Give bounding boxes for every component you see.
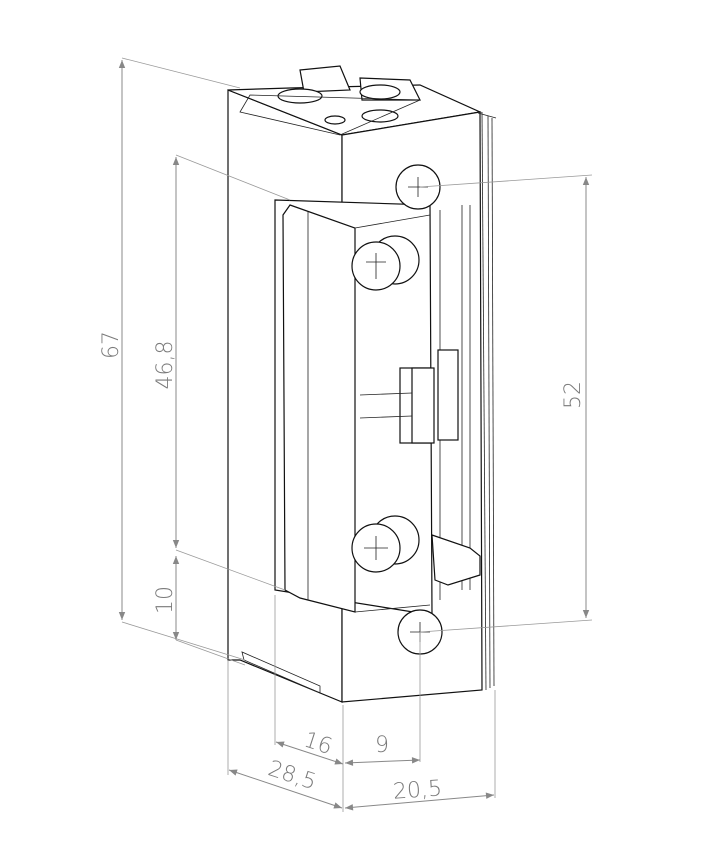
dimension-offset-9: 9	[342, 632, 421, 812]
dim-label-67: 67	[99, 331, 124, 359]
lower-inner-screw-icon	[351, 515, 420, 573]
dimension-latch-height: 46,8	[153, 154, 291, 591]
strike-body	[227, 65, 497, 703]
dim-label-52: 52	[561, 381, 586, 409]
dim-label-16: 16	[301, 728, 335, 760]
upper-inner-screw-icon	[351, 235, 420, 291]
dimension-screw-spacing: 52	[419, 174, 593, 633]
upper-faceplate-screw-icon	[395, 164, 441, 210]
dimension-bottom-offset: 10	[153, 556, 246, 666]
dim-label-9: 9	[375, 733, 389, 758]
dim-label-28-5: 28,5	[265, 756, 319, 795]
dim-label-46-8: 46,8	[153, 341, 178, 390]
dimension-width-20-5: 20,5	[344, 690, 496, 811]
dimension-overall-height: 67	[99, 57, 246, 661]
dim-label-10: 10	[153, 586, 178, 614]
dim-label-20-5: 20,5	[392, 776, 443, 804]
